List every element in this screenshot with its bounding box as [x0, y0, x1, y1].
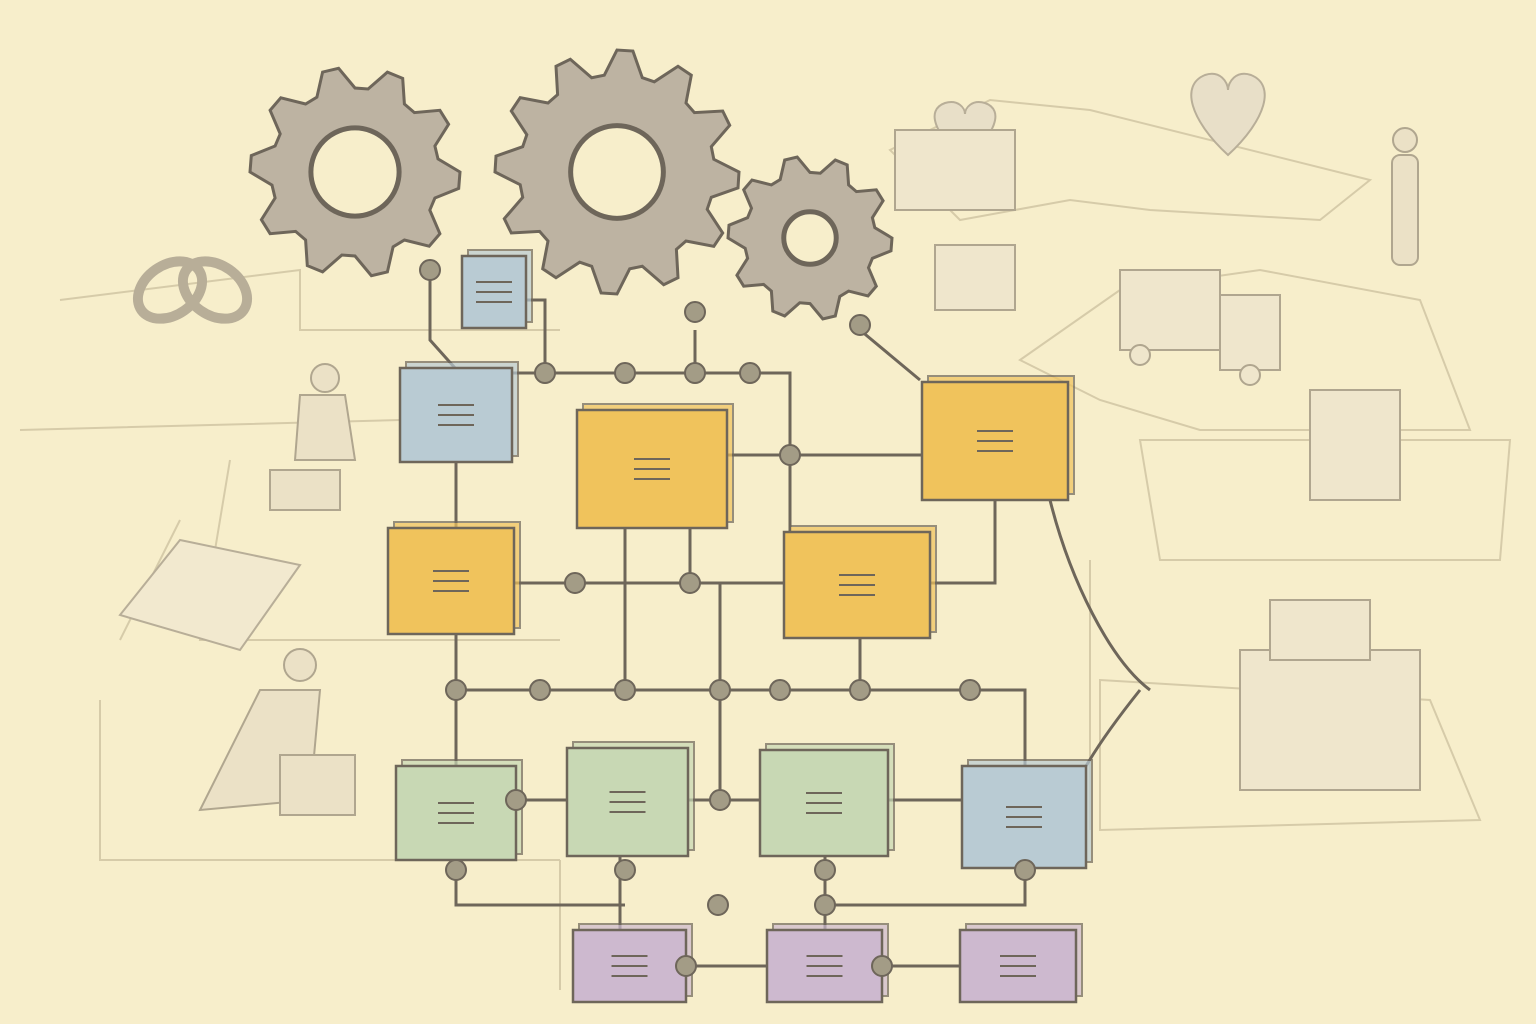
workflow-node-purple	[958, 923, 1083, 1004]
junction-dot	[959, 679, 981, 701]
junction-dot	[779, 444, 801, 466]
junction-dot	[505, 789, 527, 811]
junction-dot	[739, 362, 761, 384]
junction-dot	[849, 314, 871, 336]
workflow-node-green	[758, 743, 895, 858]
workflow-nodes	[386, 249, 1093, 1004]
junction-dot	[709, 789, 731, 811]
junction-dot	[679, 572, 701, 594]
junction-dot	[1014, 859, 1036, 881]
junction-dot	[445, 679, 467, 701]
workflow-node-blue	[460, 249, 533, 330]
junction-dot	[614, 859, 636, 881]
junction-dot	[707, 894, 729, 916]
workflow-node-blue	[398, 361, 519, 464]
junction-dot	[675, 955, 697, 977]
gear-icon	[248, 66, 462, 278]
gear-icon	[726, 155, 894, 321]
background-sketch	[19, 98, 1512, 990]
person-icon	[198, 127, 1419, 816]
junction-dot	[769, 679, 791, 701]
junction-dot	[564, 572, 586, 594]
workflow-node-yellow	[782, 525, 937, 640]
workflow-node-purple	[571, 923, 693, 1004]
junction-dot	[709, 679, 731, 701]
workflow-node-blue	[960, 759, 1093, 870]
cash-register-icon	[894, 129, 1421, 791]
junction-dot	[529, 679, 551, 701]
junction-dot	[419, 259, 441, 281]
workflow-node-yellow	[920, 375, 1075, 502]
junction-dot	[445, 859, 467, 881]
workflow-node-yellow	[386, 521, 521, 636]
truck-icon	[1119, 269, 1281, 386]
gear-icon	[493, 48, 741, 296]
junction-dot	[684, 362, 706, 384]
junction-dot	[614, 679, 636, 701]
chain-link-icon	[132, 256, 253, 324]
junction-dot	[814, 894, 836, 916]
workflow-node-purple	[765, 923, 889, 1004]
junction-dot	[684, 301, 706, 323]
junction-dot	[534, 362, 556, 384]
gears	[248, 48, 894, 321]
document-icon	[118, 538, 302, 652]
workflow-node-yellow	[575, 403, 734, 530]
junction-dot	[849, 679, 871, 701]
workflow-node-green	[394, 759, 523, 862]
junction-dots	[419, 259, 1036, 977]
junction-dot	[814, 859, 836, 881]
workflow-node-green	[565, 741, 695, 858]
junction-dot	[871, 955, 893, 977]
junction-dot	[614, 362, 636, 384]
